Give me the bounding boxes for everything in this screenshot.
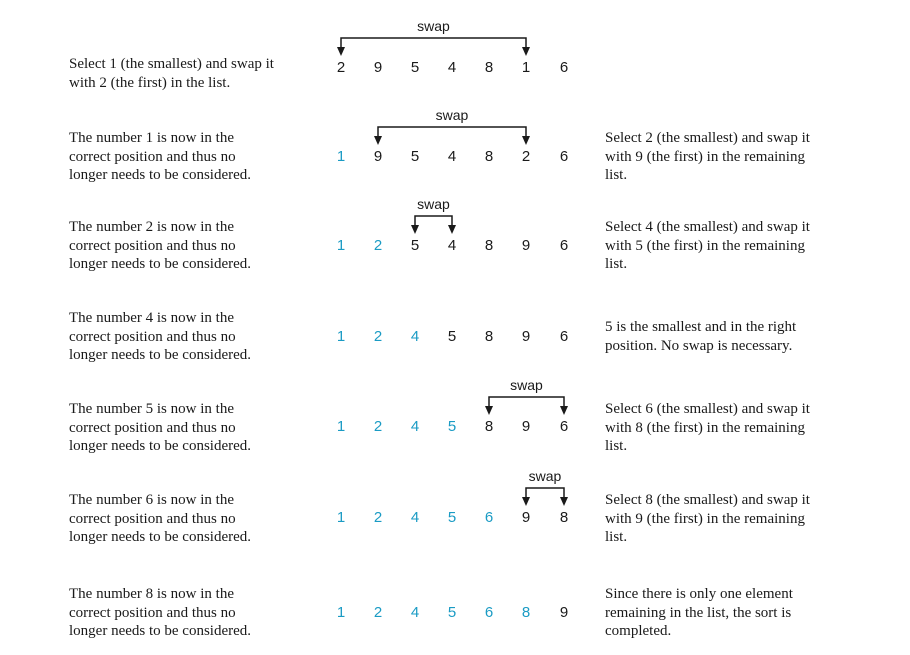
swap-bracket-line bbox=[414, 215, 453, 228]
sorted-number: 5 bbox=[447, 418, 457, 435]
unsorted-number: 9 bbox=[521, 237, 531, 254]
unsorted-number: 8 bbox=[559, 509, 569, 526]
unsorted-number: 9 bbox=[521, 328, 531, 345]
unsorted-number: 8 bbox=[484, 328, 494, 345]
unsorted-number: 2 bbox=[521, 148, 531, 165]
swap-bracket bbox=[374, 126, 530, 145]
unsorted-number: 4 bbox=[447, 59, 457, 76]
step-right-note: Select 6 (the smallest) and swap it with… bbox=[605, 401, 810, 454]
swap-bracket bbox=[522, 487, 568, 506]
step-right-note: Select 2 (the smallest) and swap it with… bbox=[605, 130, 810, 183]
sorted-number: 1 bbox=[336, 418, 346, 435]
unsorted-number: 9 bbox=[521, 509, 531, 526]
unsorted-number: 2 bbox=[336, 59, 346, 76]
swap-arrowhead-right bbox=[522, 47, 530, 56]
swap-arrowhead-right bbox=[560, 497, 568, 506]
swap-bracket bbox=[337, 37, 530, 56]
unsorted-number: 4 bbox=[447, 237, 457, 254]
swap-arrowhead-left bbox=[485, 406, 493, 415]
sorted-number: 1 bbox=[336, 604, 346, 621]
unsorted-number: 5 bbox=[410, 237, 420, 254]
step-right-note: Since there is only one element remainin… bbox=[605, 586, 793, 639]
unsorted-number: 6 bbox=[559, 148, 569, 165]
unsorted-number: 9 bbox=[521, 418, 531, 435]
swap-bracket bbox=[485, 396, 568, 415]
step-left-note: The number 1 is now in the correct posit… bbox=[69, 130, 252, 183]
step-right-note: 5 is the smallest and in the right posit… bbox=[605, 319, 797, 354]
swap-arrowhead-left bbox=[522, 497, 530, 506]
swap-arrowhead-right bbox=[448, 225, 456, 234]
unsorted-number: 9 bbox=[373, 59, 383, 76]
step-right-note: Select 8 (the smallest) and swap it with… bbox=[605, 492, 810, 545]
unsorted-number: 9 bbox=[373, 148, 383, 165]
swap-label: swap bbox=[510, 377, 543, 393]
swap-arrowhead-left bbox=[337, 47, 345, 56]
unsorted-number: 6 bbox=[559, 328, 569, 345]
sorted-number: 1 bbox=[336, 328, 346, 345]
swap-arrowhead-right bbox=[522, 136, 530, 145]
swap-bracket-line bbox=[525, 487, 565, 500]
unsorted-number: 8 bbox=[484, 418, 494, 435]
swap-arrowhead-left bbox=[374, 136, 382, 145]
step-left-note: The number 4 is now in the correct posit… bbox=[69, 310, 252, 363]
unsorted-number: 5 bbox=[410, 59, 420, 76]
sorted-number: 4 bbox=[410, 604, 420, 621]
swap-label: swap bbox=[417, 18, 450, 34]
sorted-number: 5 bbox=[447, 509, 457, 526]
step-left-note: Select 1 (the smallest) and swap it with… bbox=[69, 56, 274, 91]
sorted-number: 2 bbox=[373, 418, 383, 435]
sorted-number: 4 bbox=[410, 509, 420, 526]
unsorted-number: 8 bbox=[484, 59, 494, 76]
swap-arrowhead-right bbox=[560, 406, 568, 415]
swap-arrowhead-left bbox=[411, 225, 419, 234]
sorted-number: 8 bbox=[521, 604, 531, 621]
swap-label: swap bbox=[417, 196, 450, 212]
sorted-number: 1 bbox=[336, 148, 346, 165]
unsorted-number: 5 bbox=[447, 328, 457, 345]
sorted-number: 1 bbox=[336, 509, 346, 526]
step-right-note: Select 4 (the smallest) and swap it with… bbox=[605, 219, 810, 272]
unsorted-number: 9 bbox=[559, 604, 569, 621]
step-left-note: The number 2 is now in the correct posit… bbox=[69, 219, 252, 272]
sorted-number: 5 bbox=[447, 604, 457, 621]
sorted-number: 6 bbox=[484, 604, 494, 621]
swap-bracket-line bbox=[488, 396, 565, 409]
unsorted-number: 6 bbox=[559, 59, 569, 76]
unsorted-number: 1 bbox=[521, 59, 531, 76]
unsorted-number: 4 bbox=[447, 148, 457, 165]
sorted-number: 1 bbox=[336, 237, 346, 254]
sorted-number: 6 bbox=[484, 509, 494, 526]
unsorted-number: 6 bbox=[559, 237, 569, 254]
sorted-number: 2 bbox=[373, 604, 383, 621]
swap-bracket bbox=[411, 215, 456, 234]
unsorted-number: 8 bbox=[484, 148, 494, 165]
sorted-number: 4 bbox=[410, 418, 420, 435]
unsorted-number: 6 bbox=[559, 418, 569, 435]
swap-label: swap bbox=[435, 107, 469, 123]
swap-bracket-line bbox=[340, 37, 527, 50]
sorted-number: 2 bbox=[373, 237, 383, 254]
swap-label: swap bbox=[528, 468, 562, 484]
unsorted-number: 5 bbox=[410, 148, 420, 165]
unsorted-number: 8 bbox=[484, 237, 494, 254]
step-left-note: The number 8 is now in the correct posit… bbox=[69, 586, 252, 639]
sorted-number: 4 bbox=[410, 328, 420, 345]
swap-bracket-line bbox=[377, 126, 527, 139]
sorted-number: 2 bbox=[373, 328, 383, 345]
step-left-note: The number 6 is now in the correct posit… bbox=[69, 492, 252, 545]
step-left-note: The number 5 is now in the correct posit… bbox=[69, 401, 252, 454]
sorted-number: 2 bbox=[373, 509, 383, 526]
